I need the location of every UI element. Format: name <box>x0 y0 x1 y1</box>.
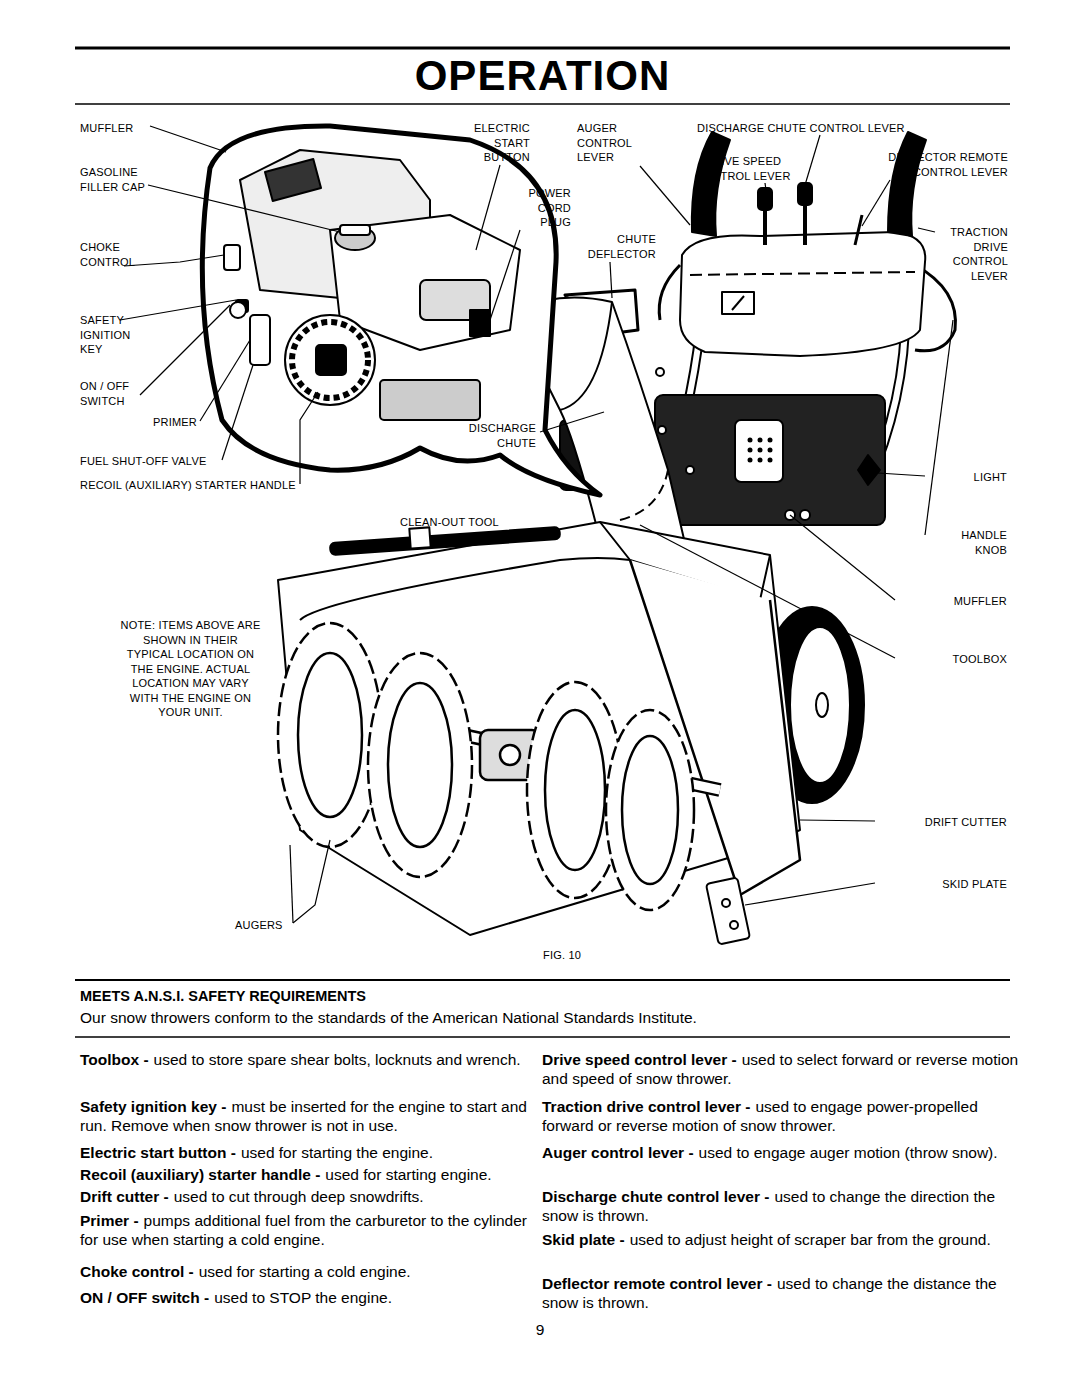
machine <box>278 132 956 945</box>
callout-label: SAFETY IGNITION KEY <box>80 313 150 357</box>
part-description: Traction drive control lever -used to en… <box>542 1097 1020 1135</box>
part-description: Recoil (auxiliary) starter handle - used … <box>80 1165 528 1184</box>
part-description: Primer -pumps additional fuel from the c… <box>80 1211 528 1249</box>
callout-label: GASOLINE FILLER CAP <box>80 165 160 194</box>
part-description: ON / OFF switch - used to STOP the engine… <box>80 1288 528 1307</box>
part-term: Traction drive control lever - <box>542 1098 750 1115</box>
part-description: Deflector remote control lever -used to … <box>542 1274 1020 1312</box>
callout-label: ON / OFF SWITCH <box>80 379 150 408</box>
part-term: Recoil (auxiliary) starter handle - <box>80 1166 320 1183</box>
part-term: Safety ignition key - <box>80 1098 226 1115</box>
part-explanation: used to cut through deep snowdrifts. <box>174 1188 424 1205</box>
part-description: Toolbox - used to store spare shear bolts… <box>80 1050 528 1069</box>
callout-label: FUEL SHUT-OFF VALVE <box>80 454 280 469</box>
intro-text: Our snow throwers conform to the standar… <box>80 1008 1010 1027</box>
part-description: Electric start button - used for starting… <box>80 1143 528 1162</box>
engine-inset <box>202 126 600 495</box>
part-term: Choke control - <box>80 1263 194 1280</box>
part-term: ON / OFF switch - <box>80 1289 209 1306</box>
callout-label: CLEAN-OUT TOOL <box>400 515 530 530</box>
part-description: Drift cutter - used to cut through deep s… <box>80 1187 528 1206</box>
part-explanation: used for starting engine. <box>325 1166 491 1183</box>
part-explanation: used to adjust height of scraper bar fro… <box>630 1231 991 1248</box>
part-term: Drift cutter - <box>80 1188 169 1205</box>
callout-label: AUGER CONTROL LEVER <box>577 121 652 165</box>
callout-label: DISCHARGE CHUTE CONTROL LEVER <box>697 121 957 136</box>
part-description: Drive speed control lever -used to selec… <box>542 1050 1020 1088</box>
callout-label: POWER CORD PLUG <box>505 186 571 230</box>
part-description: Skid plate - used to adjust height of scr… <box>542 1230 1020 1249</box>
callout-label: DISCHARGE CHUTE <box>450 421 536 450</box>
part-term: Skid plate - <box>542 1231 625 1248</box>
section-heading: MEETS A.N.S.I. SAFETY REQUIREMENTS <box>80 988 980 1004</box>
callout-label: NOTE: ITEMS ABOVE ARE SHOWN IN THEIR TYP… <box>118 618 263 720</box>
part-term: Drive speed control lever - <box>542 1051 737 1068</box>
part-term: Toolbox - <box>80 1051 149 1068</box>
part-description: Choke control - used for starting a cold … <box>80 1262 528 1281</box>
callout-label: CHOKE CONTROL <box>80 240 140 269</box>
callout-label: MUFFLER <box>80 121 150 136</box>
callout-label: TOOLBOX <box>890 652 1007 667</box>
leader-lines <box>120 126 953 923</box>
callout-label: SKID PLATE <box>875 877 1007 892</box>
callout-label: DRIFT CUTTER <box>875 815 1007 830</box>
figure-caption: FIG. 10 <box>543 948 603 963</box>
part-term: Deflector remote control lever - <box>542 1275 772 1292</box>
part-explanation: used to engage auger motion (throw snow)… <box>699 1144 998 1161</box>
part-description: Safety ignition key -must be inserted fo… <box>80 1097 528 1135</box>
part-explanation: used for starting the engine. <box>241 1144 433 1161</box>
page-number: 9 <box>490 1320 590 1339</box>
page-title: OPERATION <box>75 52 1010 100</box>
part-explanation: pumps additional fuel from the carbureto… <box>80 1212 527 1248</box>
part-term: Discharge chute control lever - <box>542 1188 769 1205</box>
part-explanation: used for starting a cold engine. <box>199 1263 411 1280</box>
page-rules <box>75 48 1010 1037</box>
callout-label: ELECTRIC START BUTTON <box>455 121 530 165</box>
callout-label: RECOIL (AUXILIARY) STARTER HANDLE <box>80 478 380 493</box>
part-description: Discharge chute control lever -used to c… <box>542 1187 1020 1225</box>
callout-label: DRIVE SPEED CONTROL LEVER <box>688 154 798 183</box>
part-term: Auger control lever - <box>542 1144 694 1161</box>
part-explanation: used to store spare shear bolts, locknut… <box>154 1051 521 1068</box>
callout-label: PRIMER <box>153 415 213 430</box>
callout-label: DEFLECTOR REMOTE CONTROL LEVER <box>858 150 1008 179</box>
part-explanation: used to STOP the engine. <box>214 1289 392 1306</box>
callout-label: AUGERS <box>235 918 305 933</box>
callout-label: CHUTE DEFLECTOR <box>570 232 656 261</box>
callout-label: HANDLE KNOB <box>930 528 1007 557</box>
part-term: Primer - <box>80 1212 139 1229</box>
callout-label: MUFFLER <box>890 594 1007 609</box>
part-description: Auger control lever - used to engage auge… <box>542 1143 1020 1162</box>
callout-label: TRACTION DRIVE CONTROL LEVER <box>930 225 1008 283</box>
callout-label: LIGHT <box>930 470 1007 485</box>
part-term: Electric start button - <box>80 1144 236 1161</box>
